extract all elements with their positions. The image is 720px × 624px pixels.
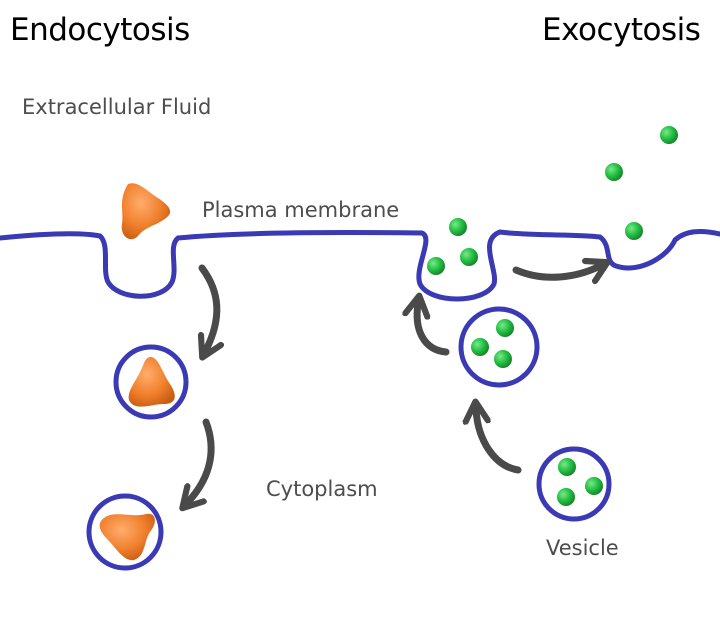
- arrow-vesicle-bottom-to-middle: [476, 410, 522, 474]
- cargo-dot: [585, 477, 603, 495]
- cargo-dot: [557, 488, 575, 506]
- cargo-dot: [558, 458, 576, 476]
- arrow-membrane-to-vesicle-1: [202, 264, 217, 350]
- title-endocytosis: Endocytosis: [10, 12, 190, 48]
- label-extracellular-fluid: Extracellular Fluid: [22, 95, 212, 119]
- arrow-vesicle-1-to-vesicle-2: [188, 418, 215, 502]
- cargo-dot: [494, 350, 512, 368]
- label-vesicle: Vesicle: [546, 536, 619, 560]
- cargo-dot: [471, 338, 489, 356]
- label-plasma-membrane: Plasma membrane: [202, 198, 400, 222]
- arrow-release: [512, 266, 600, 277]
- cargo-dot: [460, 248, 478, 266]
- released-dot: [625, 222, 643, 240]
- exocytic-vesicle-middle: [458, 306, 540, 388]
- endocytic-vesicle-2: [86, 493, 164, 571]
- released-dot: [660, 126, 678, 144]
- released-dot: [605, 163, 623, 181]
- exocytic-vesicle-bottom: [536, 446, 612, 522]
- arrow-vesicle-middle-to-membrane: [417, 304, 450, 356]
- cargo-dot: [427, 257, 445, 275]
- endocytic-vesicle-1: [113, 344, 189, 420]
- cargo-particle-outside: [121, 183, 171, 240]
- cargo-dot: [449, 218, 467, 236]
- cargo-particle-vesicle-2: [99, 513, 155, 561]
- cargo-particle-vesicle-1: [128, 356, 175, 407]
- title-exocytosis: Exocytosis: [542, 12, 701, 48]
- label-cytoplasm: Cytoplasm: [266, 477, 378, 501]
- plasma-membrane: [0, 229, 720, 302]
- cargo-dot: [496, 319, 514, 337]
